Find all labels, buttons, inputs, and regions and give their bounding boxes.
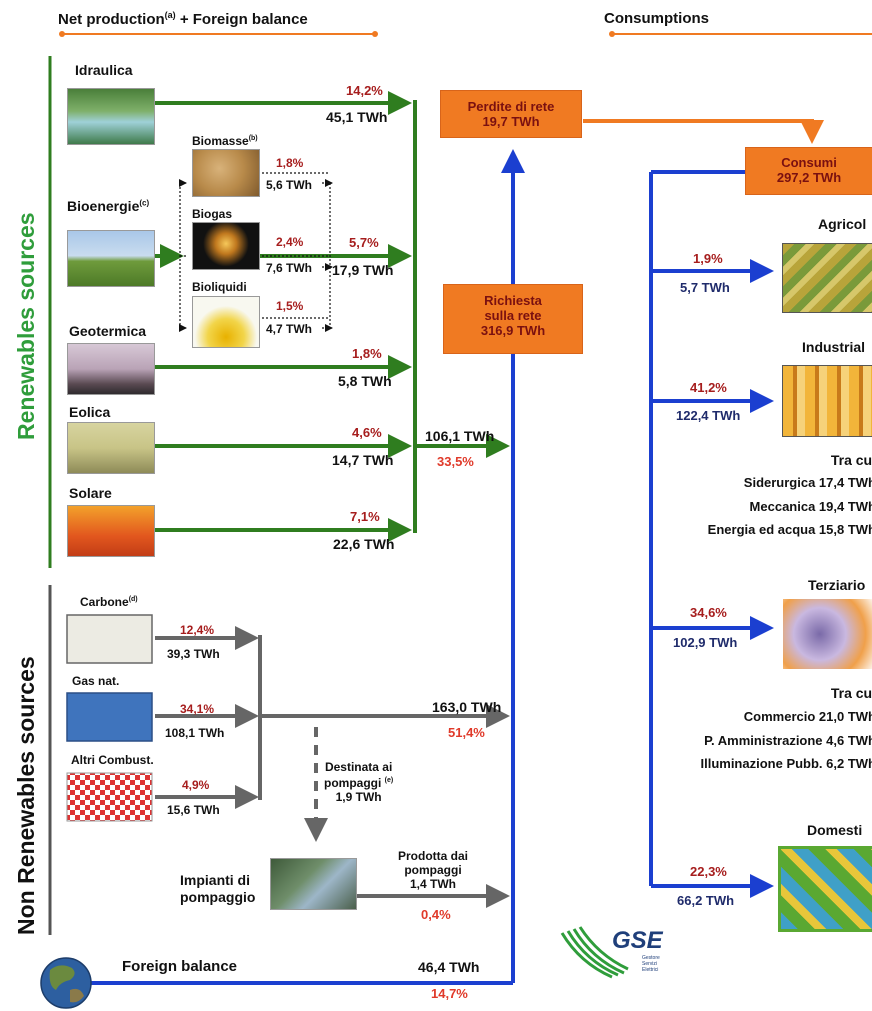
- eolica-pct: 4,6%: [352, 425, 382, 440]
- gse-logo-swoosh: [560, 926, 629, 979]
- renewables-total-twh: 106,1 TWh: [425, 428, 495, 444]
- bioenergie-label: Bioenergie(c): [67, 198, 150, 214]
- altri-swatch: [66, 772, 153, 822]
- biomasse-pct: 1,8%: [276, 156, 304, 170]
- carbone-swatch: [66, 614, 153, 664]
- non-renewable-flows: [155, 626, 510, 908]
- destinata-pompaggi-label: Destinata ai pompaggi (e) 1,9 TWh: [324, 760, 394, 804]
- biogas-label: Biogas: [192, 207, 233, 221]
- terziario-sub-item: Commercio 21,0 TWh: [743, 709, 872, 724]
- non-renewables-total-twh: 163,0 TWh: [432, 699, 502, 715]
- domestico-label: Domesti: [807, 822, 863, 838]
- consumi-box: Consumi 297,2 TWh: [745, 147, 872, 195]
- geotermica-label: Geotermica: [69, 323, 147, 339]
- biomasse-twh: 5,6 TWh: [266, 178, 313, 192]
- header-net-production: Net production(a) + Foreign balance: [58, 10, 308, 28]
- carbone-twh: 39,3 TWh: [167, 647, 220, 661]
- agricoltura-image: [782, 243, 872, 313]
- industria-sub-item: Energia ed acqua 15,8 TWh: [707, 522, 872, 537]
- terziario-tra-cui: Tra cui: [830, 685, 872, 701]
- industria-pct: 41,2%: [690, 380, 727, 395]
- richiesta-sulla-rete-box: Richiesta sulla rete 316,9 TWh: [443, 284, 583, 354]
- gse-logo-text: GSE: [612, 927, 663, 954]
- agricoltura-twh: 5,7 TWh: [680, 280, 730, 295]
- bioliquidi-label: Bioliquidi: [192, 280, 247, 294]
- biogas-image: [192, 222, 260, 270]
- prodotta-pompaggi-label: Prodotta dai pompaggi 1,4 TWh: [398, 849, 469, 891]
- idraulica-label: Idraulica: [75, 62, 133, 78]
- solare-twh: 22,6 TWh: [333, 536, 395, 552]
- idraulica-pct: 14,2%: [346, 83, 383, 98]
- domestico-image: [778, 846, 872, 932]
- pompaggio-image: [270, 858, 357, 910]
- prodotta-pompaggi-pct: 0,4%: [421, 907, 451, 922]
- foreign-balance-label: Foreign balance: [122, 958, 238, 975]
- terziario-label: Terziario: [808, 577, 866, 593]
- industria-image: [782, 365, 872, 437]
- eolica-twh: 14,7 TWh: [332, 452, 394, 468]
- biogas-twh: 7,6 TWh: [266, 261, 313, 275]
- geotermica-image: [67, 343, 155, 395]
- bioenergie-pct: 5,7%: [349, 235, 379, 250]
- altri-label: Altri Combust.: [71, 753, 154, 767]
- industria-label: Industrial: [802, 339, 866, 355]
- impianti-pompaggio-label: Impianti di pompaggio: [180, 872, 256, 905]
- non-renewable-sources-label: Non Renewables sources: [13, 656, 39, 935]
- industria-sub-item: Meccanica 19,4 TWh: [749, 499, 872, 514]
- biomasse-label: Biomasse(b): [192, 134, 258, 148]
- gas-label: Gas nat.: [72, 674, 120, 688]
- bioenergie-twh: 17,9 TWh: [332, 262, 394, 278]
- geotermica-pct: 1,8%: [352, 346, 382, 361]
- idraulica-image: [67, 88, 155, 145]
- non-renewables-total-pct: 51,4%: [448, 725, 485, 740]
- foreign-balance-twh: 46,4 TWh: [418, 959, 480, 975]
- terziario-sub-item: Illuminazione Pubb. 6,2 TWh: [700, 756, 872, 771]
- altri-twh: 15,6 TWh: [167, 803, 220, 817]
- renewables-total-pct: 33,5%: [437, 454, 474, 469]
- gas-twh: 108,1 TWh: [165, 726, 225, 740]
- carbone-label: Carbone(d): [80, 595, 138, 609]
- foreign-balance-pct: 14,7%: [431, 986, 468, 1001]
- bioenergy-breakdown: [179, 172, 333, 332]
- eolica-image: [67, 422, 155, 474]
- agricoltura-pct: 1,9%: [693, 251, 723, 266]
- solare-image: [67, 505, 155, 557]
- idraulica-twh: 45,1 TWh: [326, 109, 388, 125]
- gas-swatch: [66, 692, 153, 742]
- terziario-twh: 102,9 TWh: [673, 635, 738, 650]
- bioenergie-image: [67, 230, 155, 287]
- globe-icon: [40, 957, 92, 1009]
- domestico-pct: 22,3%: [690, 864, 727, 879]
- domestico-twh: 66,2 TWh: [677, 893, 735, 908]
- loss-flow: [583, 119, 824, 144]
- bioliquidi-pct: 1,5%: [276, 299, 304, 313]
- geotermica-twh: 5,8 TWh: [338, 373, 392, 389]
- industria-tra-cui: Tra cui: [830, 452, 872, 468]
- renewable-sources-label: Renewables sources: [13, 212, 39, 440]
- eolica-label: Eolica: [69, 404, 111, 420]
- solare-label: Solare: [69, 485, 112, 501]
- header-underlines: [59, 31, 872, 37]
- agricoltura-label: Agricol: [818, 216, 867, 232]
- terziario-image: [782, 598, 872, 670]
- carbone-pct: 12,4%: [180, 623, 215, 637]
- perdite-di-rete-box: Perdite di rete 19,7 TWh: [440, 90, 582, 138]
- industria-sub-item: Siderurgica 17,4 TWh: [743, 475, 872, 490]
- bioliquidi-twh: 4,7 TWh: [266, 322, 313, 336]
- altri-pct: 4,9%: [182, 778, 210, 792]
- biogas-pct: 2,4%: [276, 235, 304, 249]
- header-consumptions: Consumptions: [604, 10, 709, 27]
- terziario-pct: 34,6%: [690, 605, 727, 620]
- bioliquidi-image: [192, 296, 260, 348]
- gas-pct: 34,1%: [180, 702, 215, 716]
- solare-pct: 7,1%: [350, 509, 380, 524]
- terziario-sub-item: P. Amministrazione 4,6 TWh: [704, 733, 872, 748]
- industria-twh: 122,4 TWh: [676, 408, 741, 423]
- biomasse-image: [192, 149, 260, 197]
